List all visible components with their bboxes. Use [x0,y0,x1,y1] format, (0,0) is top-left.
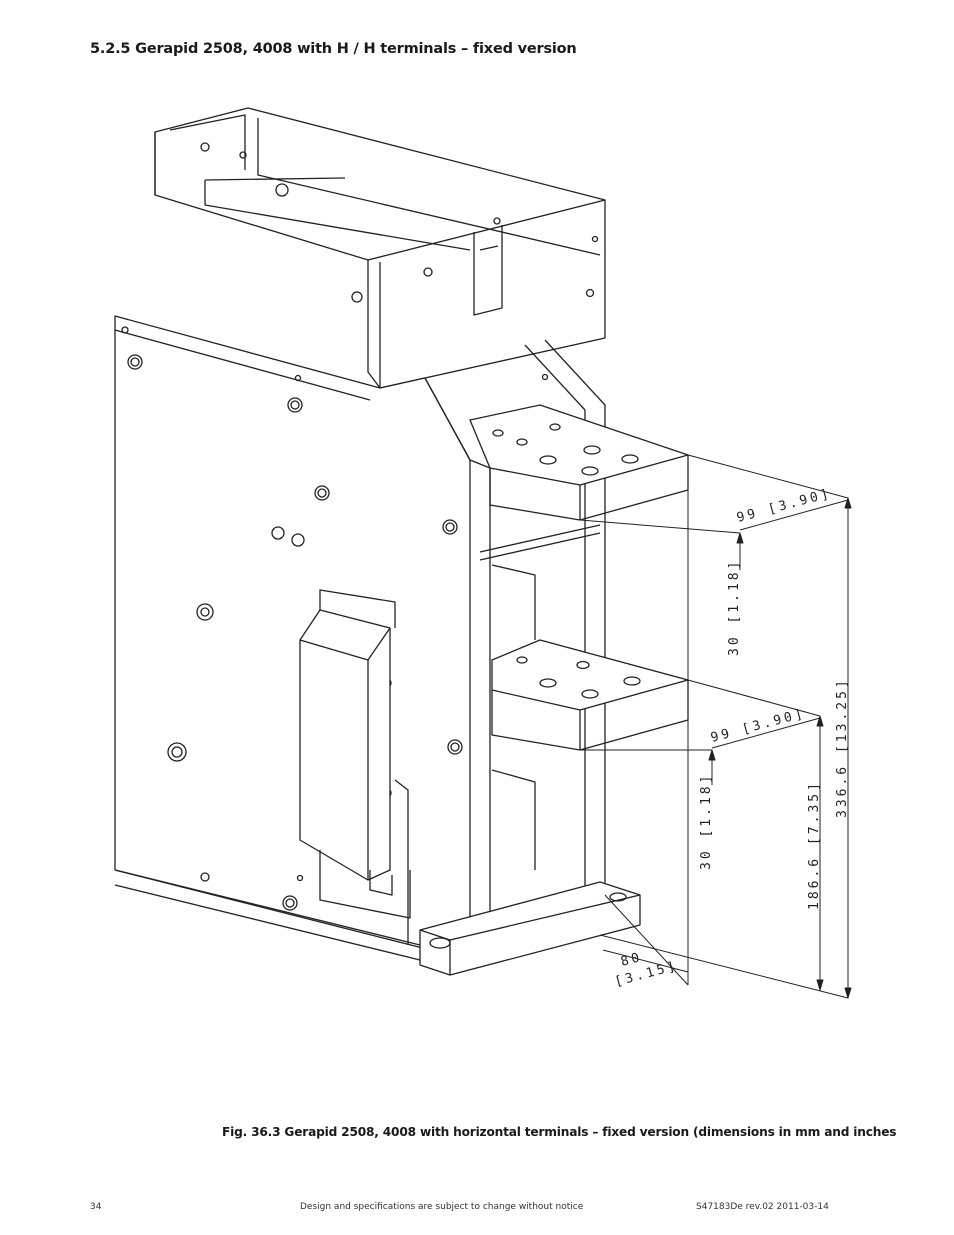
document-id: S47183De rev.02 2011-03-14 [696,1202,829,1212]
dim-upper-depth: 99 [3.90] [735,486,833,526]
section-heading: 5.2.5 Gerapid 2508, 4008 with H / H term… [90,41,577,57]
lower-terminal [491,564,689,870]
dim-lower-thickness: 30 [1.18] [699,773,714,870]
dim-upper-thickness: 30 [1.18] [727,559,742,656]
dim-total-height: 336.6 [13.25] [835,677,850,818]
figure-caption: Fig. 36.3 Gerapid 2508, 4008 with horizo… [222,1125,897,1139]
base-plate [419,881,641,976]
interlock-module [299,589,411,945]
footer-notice: Design and specifications are subject to… [300,1202,584,1212]
dimension-lines [579,454,852,999]
page-number: 34 [90,1202,102,1212]
housing-top [154,107,606,389]
dim-base-offset-mm: 80 [619,950,644,970]
upper-terminal [469,404,689,561]
dim-lower-height: 186.6 [7.35] [807,780,822,910]
